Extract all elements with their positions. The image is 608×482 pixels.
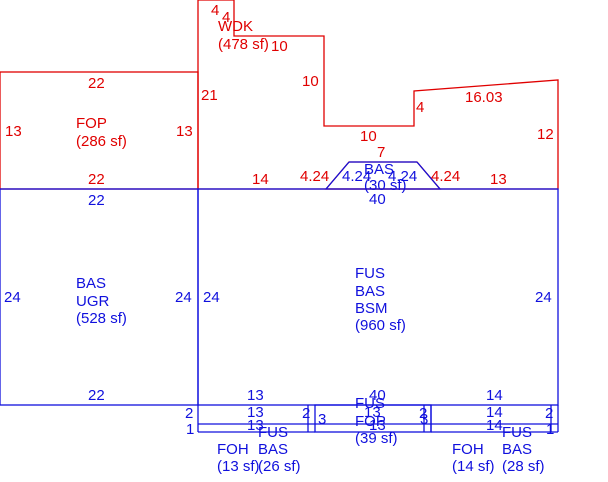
dim-label: 22: [88, 387, 105, 404]
dim-label: 24: [4, 289, 21, 306]
dim-label: 3: [420, 411, 428, 428]
dim-label: 13: [247, 387, 264, 404]
bas-bay-area-label: BAS (30 sf): [364, 161, 407, 194]
foh-right-area-label: FOH (14 sf): [452, 441, 495, 475]
dim-label: 4.24: [300, 168, 329, 185]
dim-label: 40: [369, 387, 386, 404]
dim-label: 24: [175, 289, 192, 306]
dim-label: 2: [419, 405, 427, 422]
dim-label: 14: [486, 417, 503, 434]
dim-label: 22: [88, 171, 105, 188]
dim-label: 24: [203, 289, 220, 306]
dim-label: 4: [416, 99, 424, 116]
dim-label: 14: [486, 387, 503, 404]
fus-main-area-label: FUS BAS BSM (960 sf): [355, 265, 406, 334]
dim-label: 13: [490, 171, 507, 188]
dim-label: 13: [176, 123, 193, 140]
dim-label: 3: [318, 411, 326, 428]
dim-label: 4: [211, 2, 219, 19]
dim-label: 14: [486, 404, 503, 421]
dim-label: 13: [364, 404, 381, 421]
dim-label: 1: [186, 421, 194, 438]
dim-label: 24: [535, 289, 552, 306]
fus-fop-area-label: FUS FOP (39 sf): [355, 395, 398, 447]
fus-bas-right-area-label: FUS BAS (28 sf): [502, 424, 545, 475]
dim-label: 2: [545, 405, 553, 422]
dim-label: 13: [247, 404, 264, 421]
dim-label: 2: [185, 405, 193, 422]
wdk-deck-outline: [197, 0, 559, 190]
fus-bas-left-area-label: FUS BAS (26 sf): [258, 424, 301, 475]
dim-label: 4: [222, 9, 230, 26]
dim-label: 13: [247, 417, 264, 434]
dim-label: 13: [5, 123, 22, 140]
dim-label: 22: [88, 75, 105, 92]
dim-label: 4.24: [388, 168, 417, 185]
fop-area-label: FOP (286 sf): [76, 115, 127, 150]
dim-label: 10: [271, 38, 288, 55]
dim-label: 12: [537, 126, 554, 143]
dim-label: 2: [302, 405, 310, 422]
dim-label: 10: [302, 73, 319, 90]
dim-label: 14: [252, 171, 269, 188]
bay-edge-left: [325, 161, 350, 190]
dim-label: 40: [369, 191, 386, 208]
dim-label: 1: [546, 421, 554, 438]
dim-label: 4.24: [431, 168, 460, 185]
dim-label: 13: [369, 417, 386, 434]
dim-label: 10: [360, 128, 377, 145]
dim-label: 16.03: [465, 89, 503, 106]
foh-left-area-label: FOH (13 sf): [217, 441, 260, 475]
dim-label: 21: [201, 87, 218, 104]
bay-edge-right: [416, 161, 441, 190]
bas-ugr-area-label: BAS UGR (528 sf): [76, 275, 127, 327]
wdk-area-label: WDK (478 sf): [218, 18, 269, 53]
dim-label: 4.24: [342, 168, 371, 185]
dim-label: 7: [377, 144, 385, 161]
dim-label: 22: [88, 192, 105, 209]
